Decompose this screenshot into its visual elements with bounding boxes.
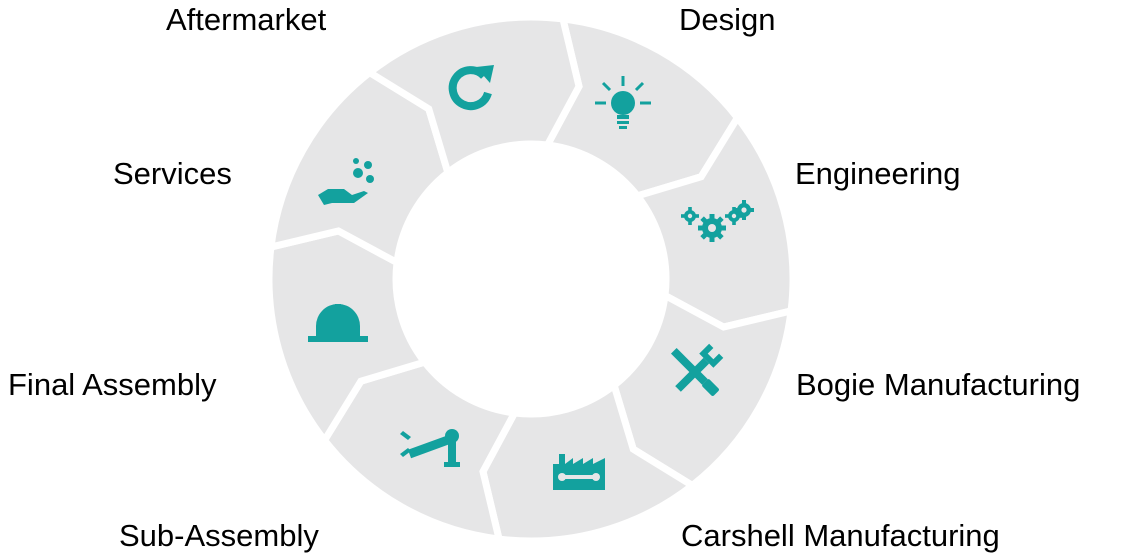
refresh-icon xyxy=(448,65,494,111)
hard-hat-icon xyxy=(308,304,368,342)
stage-label-aftermarket: Aftermarket xyxy=(166,2,327,37)
stage-label-sub-assembly: Sub-Assembly xyxy=(119,518,319,553)
cycle-segments xyxy=(265,13,797,545)
robot-arm-icon xyxy=(400,429,460,467)
segment-aftermarket xyxy=(363,13,583,179)
stage-label-carshell-manufacturing: Carshell Manufacturing xyxy=(681,518,1000,553)
factory-icon xyxy=(553,454,605,490)
stage-label-final-assembly: Final Assembly xyxy=(8,367,217,402)
stage-label-services: Services xyxy=(113,156,232,191)
hand-service-icon xyxy=(318,158,374,205)
stage-label-bogie-manufacturing: Bogie Manufacturing xyxy=(796,367,1081,402)
wrench-screwdriver-icon xyxy=(670,343,724,396)
stage-label-engineering: Engineering xyxy=(795,156,961,191)
stage-label-design: Design xyxy=(679,2,776,37)
gears-icon xyxy=(681,200,754,242)
lightbulb-icon xyxy=(595,76,651,129)
